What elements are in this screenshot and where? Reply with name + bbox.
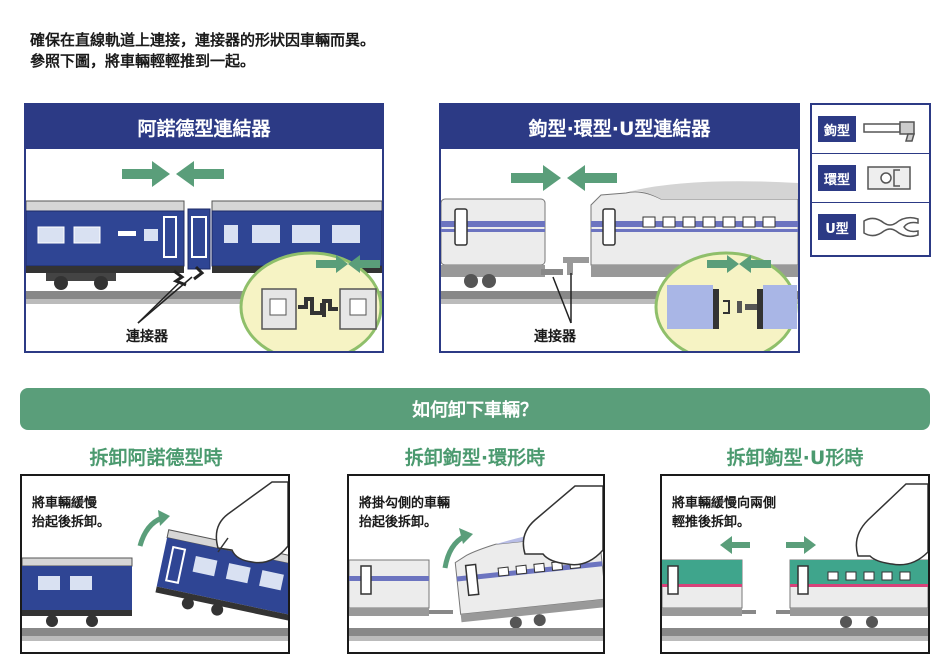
lift-arrow-icon (442, 528, 473, 569)
step-2-instruction: 將掛勾側的車輛 抬起後拆卸。 (359, 494, 451, 532)
step-3-illustration-box: 將車輛緩慢向兩側 輕推後拆卸。 (660, 474, 930, 654)
hook-coupler-label: 連接器 (534, 328, 577, 345)
step-3-title: 拆卸鉤型·U形時 (726, 447, 864, 469)
arnold-panel-title: 阿諾德型連結器 (26, 105, 382, 149)
lift-arrow-icon (137, 510, 170, 547)
how-to-remove-banner: 如何卸下車輛？ (20, 388, 930, 430)
step-1-illustration-box: 將車輛緩慢 抬起後拆卸。 (20, 474, 290, 654)
hook-panel-title: 鉤型·環型·U型連結器 (441, 105, 798, 149)
step-2-title: 拆卸鉤型·環形時 (404, 447, 546, 469)
legend-label-hook: 鉤型 (818, 116, 856, 142)
left-bogie (46, 273, 116, 290)
step-1-line-2: 抬起後拆卸。 (32, 515, 111, 530)
intro-line-2: 參照下圖，將車輛輕輕推到一起。 (30, 52, 256, 70)
push-arrows (511, 165, 617, 191)
step-3-line-1: 將車輛緩慢向兩側 (672, 496, 777, 511)
left-train-car (22, 557, 133, 627)
hand-icon (855, 483, 928, 566)
hand-icon (215, 481, 288, 564)
coupler-zoom-circle (239, 251, 382, 351)
left-shinkansen-car (349, 559, 453, 616)
step-1-illustration (22, 481, 288, 641)
hook-coupler-illustration: 連接器 (441, 165, 798, 351)
legend-row-hook: 鉤型 (812, 105, 929, 154)
step-1-line-1: 將車輛緩慢 (32, 496, 98, 511)
step-2-illustration (349, 485, 603, 641)
separate-arrows-icon (720, 536, 816, 554)
step-1-title: 拆卸阿諾德型時 (89, 447, 223, 469)
ring-coupler-icon (867, 166, 911, 190)
hand-icon (522, 485, 603, 566)
legend-label-ring: 環型 (818, 165, 856, 191)
step-3-line-2: 輕推後拆卸。 (672, 515, 751, 530)
step-2-line-1: 將掛勾側的車輛 (359, 496, 451, 511)
intro-line-1: 確保在直線軌道上連接，連接器的形狀因車輛而異。 (30, 31, 376, 49)
arnold-coupler-panel: 阿諾德型連結器 (24, 103, 384, 353)
intro-text: 確保在直線軌道上連接，連接器的形狀因車輛而異。 參照下圖，將車輛輕輕推到一起。 (30, 30, 375, 72)
arnold-coupler-illustration: 連接器 (26, 161, 382, 351)
arnold-coupler-label: 連接器 (126, 328, 169, 345)
coupler-zoom-circle (654, 251, 798, 351)
legend-label-u: U型 (818, 214, 856, 240)
step-3-instruction: 將車輛緩慢向兩側 輕推後拆卸。 (672, 494, 777, 532)
hook-coupler-panel: 鉤型·環型·U型連結器 (439, 103, 800, 353)
push-arrows (122, 161, 224, 187)
left-e5-car (662, 559, 756, 616)
step-2-illustration-box: 將掛勾側的車輛 抬起後拆卸。 (347, 474, 605, 654)
left-shinkansen-car (441, 198, 546, 288)
hook-coupler-icon (863, 121, 915, 142)
legend-row-u: U型 (812, 203, 929, 251)
legend-row-ring: 環型 (812, 154, 929, 203)
right-e5-car (776, 559, 928, 628)
left-train-car (26, 200, 185, 290)
step-1-instruction: 將車輛緩慢 抬起後拆卸。 (32, 494, 111, 532)
u-coupler-icon (863, 216, 919, 238)
step-2-line-2: 抬起後拆卸。 (359, 515, 438, 530)
coupler-type-legend: 鉤型 環型 U型 (810, 103, 931, 257)
step-3-illustration (662, 483, 928, 641)
